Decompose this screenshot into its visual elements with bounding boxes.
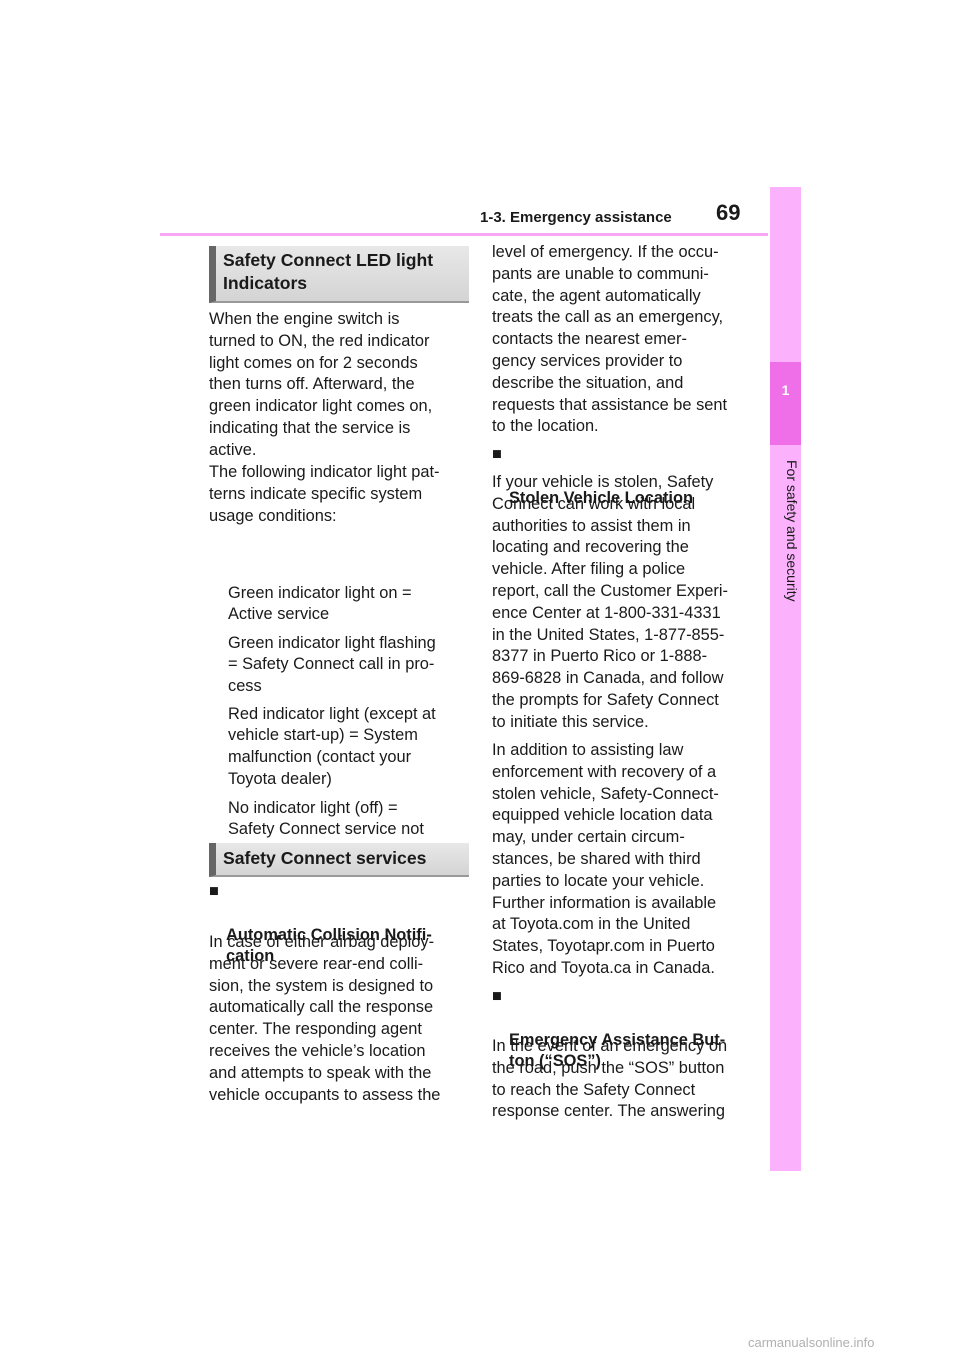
paragraph-law-enforcement: In addition to assisting law enforcement… [492, 741, 719, 977]
subheading-stolen-vehicle: ■ Stolen Vehicle Location [492, 444, 759, 509]
chapter-label: For safety and security [784, 460, 800, 602]
subheading-text: Stolen Vehicle Location [509, 488, 693, 507]
paragraph-sos: In the event of an emergency on the road… [492, 1037, 728, 1121]
square-bullet-icon: ■ [209, 882, 219, 900]
paragraph-emergency-level: level of emergency. If the occu- pants a… [492, 243, 728, 436]
heading-services: Safety Connect services [209, 843, 469, 877]
paragraph-automatic-collision: In case of either airbag deploy- ment or… [209, 933, 441, 1104]
list-item-text: Green indicator light on = Active servic… [228, 583, 412, 624]
subheading-automatic-collision: ■ Automatic Collision Notifi- cation [209, 881, 476, 968]
list-item: Red indicator light (except at vehicle s… [209, 660, 478, 791]
list-item-text: Red indicator light (except at vehicle s… [228, 704, 436, 788]
chapter-number: 1 [781, 382, 790, 398]
side-tab [770, 187, 801, 1171]
paragraph-indicator-patterns: The following indicator light pat- terns… [209, 463, 440, 525]
page-number: 69 [716, 200, 741, 225]
side-tab-chapter-marker [770, 362, 801, 445]
heading-led-indicators: Safety Connect LED light Indicators [209, 246, 469, 303]
list-item-text: Green indicator light flashing = Safety … [228, 633, 436, 696]
list-item-text: No indicator light (off) = Safety Connec… [228, 798, 424, 861]
header-rule [160, 233, 768, 236]
subheading-sos-button: ■ Emergency Assistance But- ton (“SOS”) [492, 986, 759, 1073]
list-item: Green indicator light on = Active servic… [209, 539, 478, 626]
paragraph-engine-switch: When the engine switch is turned to ON, … [209, 310, 433, 459]
section-title: 1-3. Emergency assistance [480, 209, 672, 226]
subheading-text: Automatic Collision Notifi- cation [226, 925, 432, 966]
list-item: Green indicator light flashing = Safety … [209, 589, 478, 698]
subheading-text: Emergency Assistance But- ton (“SOS”) [509, 1030, 726, 1071]
watermark: carmanualsonline.info [748, 1335, 875, 1350]
paragraph-stolen-vehicle: If your vehicle is stolen, Safety Connec… [492, 473, 728, 731]
list-item: No indicator light (off) = Safety Connec… [209, 754, 478, 863]
square-bullet-icon: ■ [492, 987, 502, 1005]
square-bullet-icon: ■ [492, 445, 502, 463]
